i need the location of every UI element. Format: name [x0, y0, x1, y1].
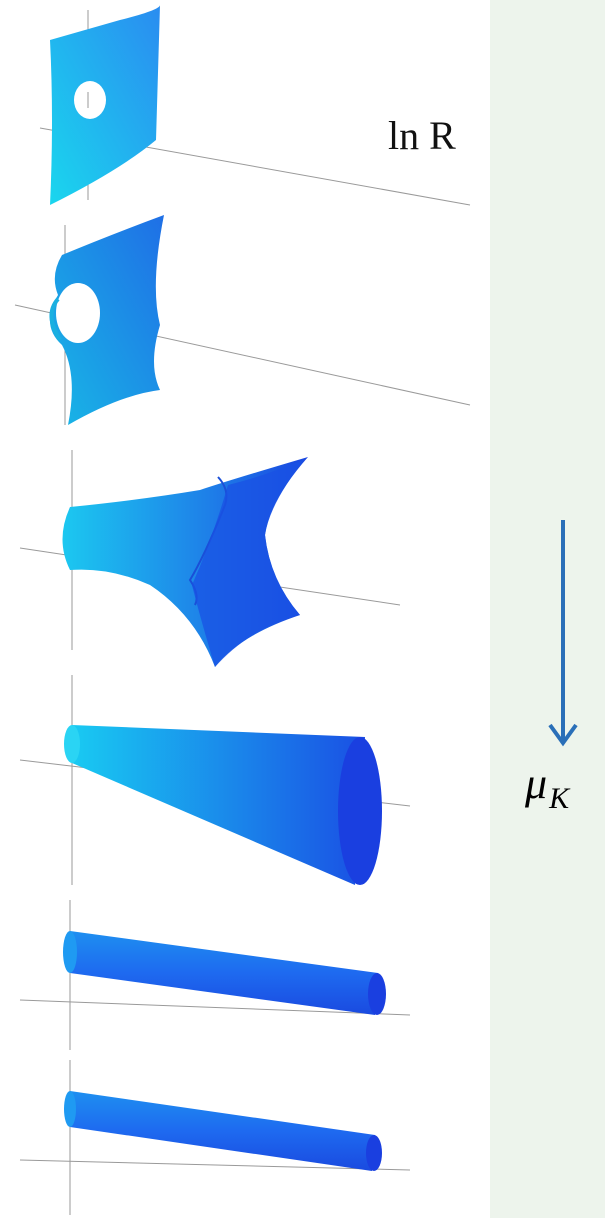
surface-thin-cylinder [0, 1055, 490, 1218]
surface-flat-plane: ln R [0, 0, 490, 210]
surface-cone-graphic [19, 675, 411, 885]
surface-cylinder [0, 895, 490, 1055]
plane-hole [74, 81, 106, 119]
axis-label-ln-r: ln R [388, 113, 456, 158]
surface-thin-cylinder-graphic [19, 1060, 411, 1215]
surface-stack: ln R [0, 0, 490, 1218]
surface-flared-trumpet-graphic [19, 450, 401, 667]
parameter-subscript: K [549, 782, 570, 815]
surface-cylinder-graphic [19, 900, 411, 1050]
surface-flared-trumpet [0, 445, 490, 670]
surface-flat-plane-graphic [39, 5, 471, 206]
surface-curved-sheet-graphic [14, 215, 471, 425]
parameter-panel [490, 0, 605, 1218]
arrow-down-icon [548, 520, 578, 747]
parameter-symbol: μ [525, 759, 548, 808]
parameter-label: μK [525, 758, 569, 815]
surface-cone [0, 670, 490, 895]
surface-curved-sheet [0, 215, 490, 440]
